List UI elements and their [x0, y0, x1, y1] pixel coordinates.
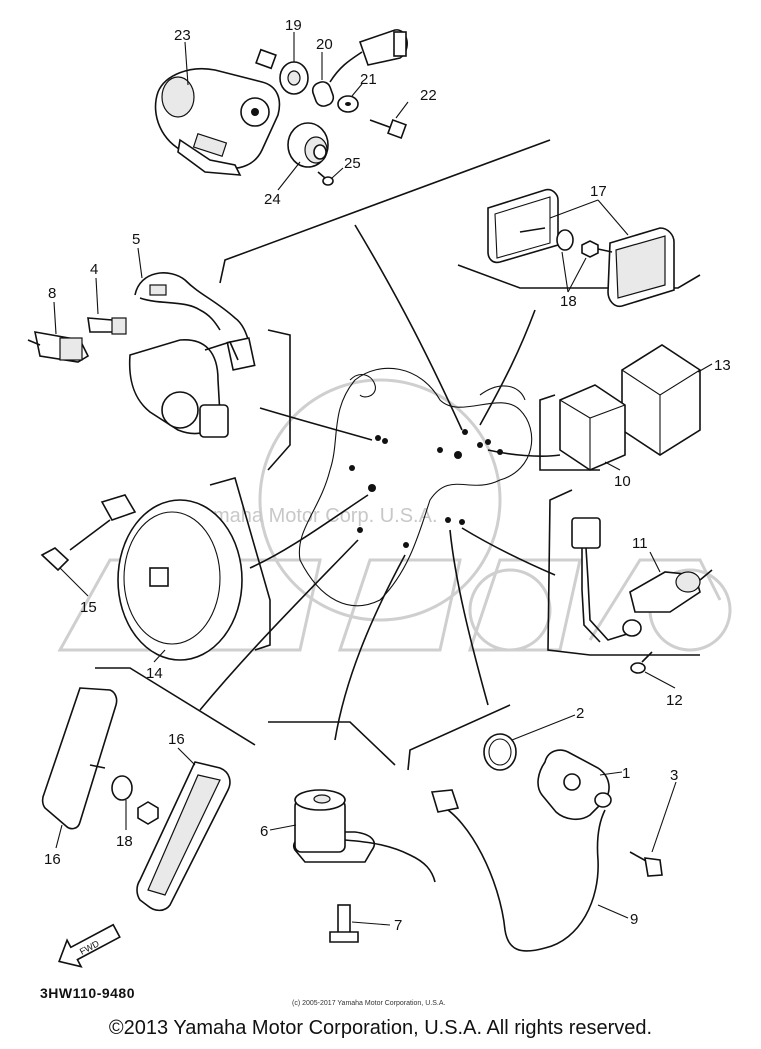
- watermark: Yamaha Motor Corp. U.S.A.: [57, 378, 732, 652]
- part-3-bolt: [629, 851, 663, 877]
- part-17-reflectors: [487, 188, 675, 308]
- part-9-lead-wire: [430, 789, 606, 952]
- callout-numbers: 23 19 20 21 22 24 25 17 18 5 4 8 13 10 1…: [44, 17, 731, 934]
- part-19-rubber-bushing: [279, 61, 309, 95]
- small-copyright: (c) 2005-2017 Yamaha Motor Corporation, …: [292, 1000, 446, 1007]
- part-8-sensor-plug: [27, 331, 90, 363]
- callout-5: 5: [132, 231, 140, 248]
- callout-13: 13: [714, 357, 731, 374]
- callout-11: 11: [632, 535, 648, 552]
- callout-24: 24: [264, 191, 281, 208]
- part-22-bolt: [369, 119, 407, 139]
- part-16-reflector-left: [41, 687, 118, 830]
- callout-15: 15: [80, 599, 97, 616]
- part-12-screw: [630, 651, 653, 674]
- callout-6: 6: [260, 823, 268, 840]
- callout-16-left: 16: [44, 851, 61, 868]
- diagram-code: 3HW110-9480: [40, 985, 136, 1001]
- part-18-nut-top: [556, 229, 613, 258]
- callout-18-top: 18: [560, 293, 577, 310]
- callout-25: 25: [344, 155, 361, 172]
- part-4-sender-switch: [87, 317, 127, 335]
- part-2-o-ring: [483, 733, 517, 771]
- callout-16-right: 16: [168, 731, 185, 748]
- callout-22: 22: [420, 87, 437, 104]
- part-6-solenoid: [293, 789, 436, 883]
- callout-19: 19: [285, 17, 302, 34]
- part-14-horn: [100, 494, 243, 661]
- callout-1: 1: [622, 765, 630, 782]
- part-20-collar: [311, 81, 335, 107]
- part-16-reflector-right: [136, 761, 231, 912]
- callout-18-lower: 18: [116, 833, 133, 850]
- callout-7: 7: [394, 917, 402, 934]
- part-7-bolt: [329, 904, 359, 943]
- part-1-sender-unit: [537, 749, 612, 821]
- footer-copyright: ©2013 Yamaha Motor Corporation, U.S.A. A…: [108, 1017, 653, 1039]
- callout-12: 12: [666, 692, 683, 709]
- callout-20: 20: [316, 36, 333, 53]
- connector-plug-top: [329, 29, 408, 83]
- watermark-logo: [57, 378, 732, 652]
- harness-lines: [199, 224, 561, 741]
- callout-4: 4: [90, 261, 98, 278]
- callout-21: 21: [360, 71, 377, 88]
- part-13-relay: [621, 344, 701, 456]
- callout-8: 8: [48, 285, 56, 302]
- callout-2: 2: [576, 705, 584, 722]
- callout-3: 3: [670, 767, 678, 784]
- frame-outline: [298, 367, 533, 607]
- part-5-wire-lead: [134, 272, 256, 371]
- connectors-cluster: [349, 429, 503, 548]
- callout-14: 14: [146, 665, 163, 682]
- part-18-nut-lower: [89, 764, 159, 825]
- generator-housing: [128, 339, 239, 438]
- part-11-neutral-switch: [571, 517, 713, 643]
- callout-9: 9: [630, 911, 638, 928]
- part-23-switch-assembly: [154, 48, 281, 176]
- group-brackets: [95, 139, 701, 771]
- callout-17: 17: [590, 183, 607, 200]
- part-21-washer: [337, 95, 359, 113]
- part-10-relay: [559, 384, 626, 471]
- watermark-text: Yamaha Motor Corp. U.S.A.: [190, 505, 438, 527]
- part-25-screw: [317, 171, 334, 186]
- callout-10: 10: [614, 473, 631, 490]
- callout-23: 23: [174, 27, 191, 44]
- callout-leaders: [53, 32, 713, 926]
- front-arrow: FWD: [58, 923, 121, 968]
- part-24-grommet: [287, 122, 329, 168]
- part-15-horn-bolt: [40, 519, 111, 572]
